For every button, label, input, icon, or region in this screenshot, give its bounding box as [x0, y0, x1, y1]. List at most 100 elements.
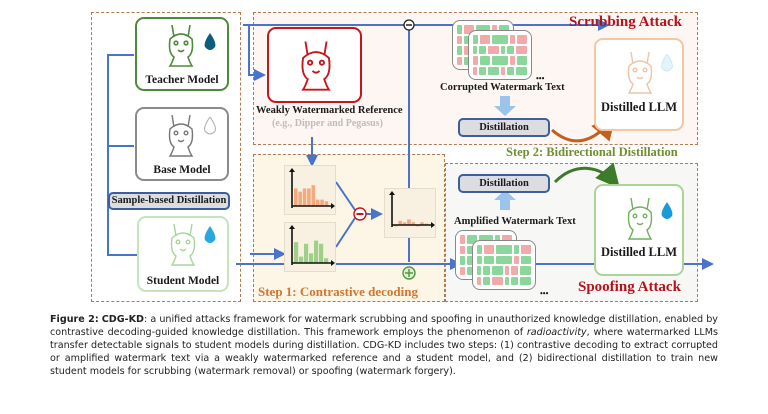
token-row	[477, 245, 531, 254]
llama-icon	[168, 24, 194, 67]
histogram-bar	[407, 219, 411, 225]
non-watermarked-token	[460, 245, 465, 254]
watermarked-token	[516, 56, 527, 65]
left-panel-frame	[91, 12, 241, 302]
watermarked-token	[520, 266, 531, 275]
watermarked-token	[482, 276, 490, 285]
non-watermarked-token	[480, 35, 491, 44]
scrubbing-distilled-llm-card[interactable]: Distilled LLM	[594, 38, 684, 131]
step1-label: Step 1: Contrastive decoding	[258, 284, 418, 299]
base-model-label: Base Model	[153, 164, 211, 176]
scrubbing-attack-title: Scrubbing Attack	[569, 14, 682, 30]
token-row	[460, 235, 513, 244]
watermarked-token	[477, 255, 483, 264]
non-watermarked-token	[520, 245, 531, 254]
watermarked-token	[473, 35, 479, 44]
sample-based-distillation-button[interactable]: Sample-based Distillation	[108, 192, 230, 210]
histogram-bar	[304, 243, 309, 263]
histogram-bar	[398, 220, 402, 225]
llama-icon	[170, 223, 196, 266]
ellipsis: •••	[540, 289, 549, 298]
llama-icon	[627, 51, 653, 94]
student-histogram-plot	[289, 225, 335, 266]
non-watermarked-token	[488, 45, 499, 54]
watermarked-token	[492, 266, 503, 275]
watermark-drop-icon	[204, 226, 216, 243]
watermarked-token	[496, 255, 512, 264]
watermarked-token	[495, 235, 501, 244]
watermark-drop-icon	[661, 202, 673, 219]
watermark-drop-icon	[204, 33, 216, 50]
watermark-token-grid	[477, 245, 531, 285]
spoofing-distilled-llm-card[interactable]: Distilled LLM	[594, 184, 684, 276]
amplified-text-label: Amplified Watermark Text	[454, 216, 576, 227]
histogram-bar	[402, 222, 407, 225]
non-watermarked-token	[502, 235, 513, 244]
watermarked-token	[473, 45, 477, 54]
watermarked-token	[513, 245, 519, 254]
rail-teacher	[107, 54, 152, 261]
caption-text-part1: : a unified attacks framework for waterm…	[50, 314, 718, 338]
base-model-card[interactable]: Base Model	[135, 107, 229, 181]
non-watermarked-token	[473, 66, 477, 75]
token-row	[477, 255, 531, 264]
reference-histogram	[284, 165, 336, 215]
spoofing-distillation-button[interactable]: Distillation	[458, 174, 550, 193]
student-model-card[interactable]: Student Model	[137, 216, 229, 292]
teacher-model-label: Teacher Model	[145, 74, 219, 86]
amplified-text-card-front	[472, 240, 536, 290]
non-watermarked-token	[516, 45, 527, 54]
histogram-bar	[320, 199, 324, 206]
non-watermarked-token	[473, 56, 479, 65]
histogram-bar	[324, 258, 329, 263]
non-watermarked-token	[463, 25, 474, 34]
watermarked-token	[478, 235, 494, 244]
watermarked-token	[505, 276, 509, 285]
caption-text-part2: , where watermarked LLMs transfer detect…	[50, 327, 718, 377]
non-watermarked-token	[457, 35, 462, 44]
ellipsis: •••	[536, 74, 545, 83]
scrubbing-distillation-button[interactable]: Distillation	[458, 118, 550, 137]
watermarked-token	[466, 245, 477, 254]
histogram-bar	[311, 185, 316, 206]
faded-drop-icon	[661, 54, 673, 72]
token-row	[477, 276, 531, 285]
y-axis-arrow	[289, 225, 295, 229]
empty-drop-icon	[204, 117, 216, 135]
reference-examples: (e.g., Dipper and Pegasus)	[272, 118, 383, 129]
watermarked-token	[496, 245, 512, 254]
non-watermarked-token	[505, 266, 509, 275]
histogram-bar	[324, 201, 329, 206]
caption-method-name: CDG-KD	[101, 314, 145, 325]
watermarked-token	[466, 235, 477, 244]
figure-caption: Figure 2: CDG-KD: a unified attacks fram…	[50, 313, 718, 378]
histogram-bar	[319, 243, 324, 263]
x-axis-arrow	[331, 203, 335, 209]
non-watermarked-token	[509, 56, 515, 65]
reference-model-card[interactable]	[267, 27, 362, 103]
non-watermarked-token	[460, 235, 465, 244]
student-model-label: Student Model	[146, 275, 220, 287]
histogram-bar	[299, 256, 304, 263]
non-watermarked-token	[516, 35, 527, 44]
y-axis-arrow	[289, 168, 295, 172]
watermarked-token	[477, 266, 481, 275]
down-arrow	[494, 96, 516, 116]
reference-histogram-plot	[289, 168, 335, 209]
non-watermarked-token	[484, 245, 495, 254]
y-axis-arrow	[389, 191, 395, 195]
non-watermarked-token	[501, 66, 505, 75]
x-axis-arrow	[331, 260, 335, 266]
watermarked-token	[492, 56, 508, 65]
teacher-model-card[interactable]: Teacher Model	[135, 17, 229, 91]
watermarked-token	[501, 45, 505, 54]
watermarked-token	[457, 46, 462, 55]
watermarked-token	[506, 66, 514, 75]
watermarked-token	[492, 35, 508, 44]
watermarked-token	[466, 266, 477, 275]
watermarked-token	[520, 255, 531, 264]
reference-label: Weakly Watermarked Reference	[256, 105, 403, 116]
token-row	[473, 56, 527, 65]
histogram-bar	[314, 240, 319, 263]
histogram-bar	[302, 188, 307, 206]
